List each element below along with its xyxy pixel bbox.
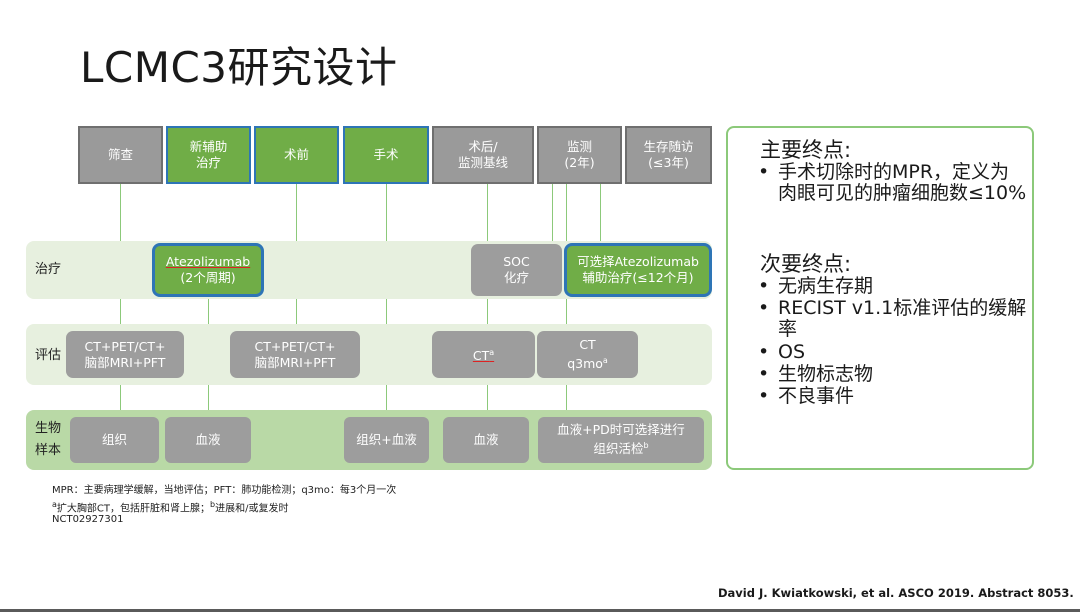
tissue-blood-label: 组织+血液 [356, 432, 417, 447]
phase-survival-label-1: 生存随访 [643, 139, 694, 154]
assessment-row-label: 评估 [35, 348, 62, 363]
citation: David J. Kwiatkowski, et al. ASCO 2019. … [718, 586, 1074, 600]
footnote-sup-a: a [52, 500, 57, 509]
preop-assessment-l2: 脑部MRI+PFT [254, 354, 336, 370]
connector-line [120, 184, 121, 418]
phase-monitoring: 监测(2年) [537, 126, 622, 184]
footnote-a-text: 扩大胸部CT，包括肝脏和肾上腺； [56, 503, 210, 515]
phase-screening-label: 筛查 [107, 147, 133, 162]
optional-atezolizumab-label-2: 辅助治疗(≤12个月) [582, 270, 694, 285]
footnote-b-text: 进展和/或复发时 [215, 503, 289, 515]
connector-line [487, 184, 488, 418]
footnote-abbreviations: MPR：主要病理学缓解，当地评估；PFT：肺功能检测；q3mo：每3个月一次 [52, 485, 397, 496]
pd-biopsy-superscript: b [643, 441, 649, 451]
pd-biopsy-box: 血液+PD时可选择进行组织活检b [538, 417, 704, 463]
footnote-definitions: a扩大胸部CT，包括肝脏和肾上腺；b进展和/或复发时 [52, 498, 288, 516]
ct-q3mo-l1: CT [579, 336, 596, 352]
blood-label-1: 血液 [195, 432, 221, 447]
optional-atezolizumab-text: 可选择Atezolizumab [577, 254, 699, 269]
footnote-sup-b: b [210, 500, 216, 509]
pd-biopsy-text: 组织活检 [593, 441, 644, 457]
phase-postop-label-1: 术后/ [468, 139, 498, 154]
secondary-endpoint-item: • 无病生存期 [758, 276, 1028, 297]
ct-q3mo-l2: q3moa [567, 353, 608, 372]
phase-survival-followup: 生存随访(≤3年) [625, 126, 712, 184]
bullet: • [758, 385, 770, 407]
phase-postop-label-2: 监测基线 [457, 155, 508, 170]
phase-monitoring-label-1: 监测 [566, 139, 592, 154]
ct-superscript: a [489, 347, 495, 357]
atezolizumab-box: Atezolizumab(2个周期) [152, 243, 264, 297]
blood-box-2: 血液 [443, 417, 529, 463]
secondary-endpoint-text: 不良事件 [778, 385, 855, 407]
bullet: • [758, 275, 770, 297]
bullet: • [758, 363, 770, 385]
biosample-row-label: 生物 样本 [35, 418, 61, 462]
phase-neoadjuvant-label-1: 新辅助 [189, 139, 228, 154]
biosample-label-2: 样本 [35, 443, 62, 458]
secondary-endpoint-item: • RECIST v1.1标准评估的缓解率 [758, 298, 1028, 340]
primary-endpoint-item: • 手术切除时的MPR，定义为肉眼可见的肿瘤细胞数≤10% [758, 162, 1028, 204]
primary-endpoint-heading: 主要终点: [760, 138, 852, 162]
pd-biopsy-l2: 组织活检b [557, 438, 685, 457]
secondary-endpoint-text: OS [778, 341, 806, 363]
preop-assessment-l1: CT+PET/CT+ [254, 338, 336, 354]
connector-line [386, 184, 387, 418]
ct-text: CT [472, 348, 490, 364]
secondary-endpoint-text: 生物标志物 [778, 363, 874, 385]
ct-q3mo-text: q3mo [567, 356, 603, 372]
screening-assessment-l1: CT+PET/CT+ [84, 338, 166, 354]
secondary-endpoint-item: • 不良事件 [758, 386, 1028, 407]
secondary-endpoint-text: RECIST v1.1标准评估的缓解率 [778, 297, 1027, 340]
footnote-trial-id: NCT02927301 [52, 514, 124, 525]
screening-assessment-box: CT+PET/CT+脑部MRI+PFT [66, 331, 184, 378]
treatment-row-label: 治疗 [35, 262, 62, 277]
bullet: • [758, 341, 770, 363]
tissue-label: 组织 [101, 432, 127, 447]
primary-endpoint-text: 手术切除时的MPR，定义为肉眼可见的肿瘤细胞数≤10% [778, 161, 1027, 204]
secondary-endpoint-heading: 次要终点: [760, 252, 852, 276]
connector-line [566, 184, 567, 418]
chemo-label: 化疗 [503, 270, 529, 285]
bullet: • [758, 161, 770, 183]
ct-q3mo-superscript: a [602, 355, 608, 365]
bullet: • [758, 297, 770, 319]
optional-atezolizumab-label-1: 可选择Atezolizumab [577, 254, 699, 270]
phase-postop: 术后/监测基线 [432, 126, 534, 184]
tissue-blood-box: 组织+血液 [344, 417, 429, 463]
soc-label: SOC [503, 254, 530, 269]
tissue-box: 组织 [70, 417, 159, 463]
connector-line [552, 184, 553, 244]
atezolizumab-label: Atezolizumab [165, 254, 251, 269]
phase-surgery-label: 手术 [373, 147, 399, 162]
bottom-divider [0, 609, 1080, 612]
phase-surgery: 手术 [343, 126, 429, 184]
phase-monitoring-label-2: (2年) [564, 155, 595, 170]
secondary-endpoint-text: 无病生存期 [778, 275, 874, 297]
preop-assessment-box: CT+PET/CT+脑部MRI+PFT [230, 331, 360, 378]
phase-neoadjuvant: 新辅助治疗 [166, 126, 251, 184]
atezolizumab-cycles: (2个周期) [180, 270, 236, 285]
biosample-label-1: 生物 [35, 421, 62, 436]
pd-biopsy-l1: 血液+PD时可选择进行 [557, 422, 685, 438]
phase-screening: 筛查 [78, 126, 163, 184]
blood-label-2: 血液 [473, 432, 499, 447]
screening-assessment-l2: 脑部MRI+PFT [84, 354, 166, 370]
page-title: LCMC3研究设计 [80, 43, 398, 92]
phase-preop: 术前 [254, 126, 339, 184]
connector-line [600, 184, 601, 244]
ct-label: CTa [473, 345, 494, 364]
phase-preop-label: 术前 [283, 147, 309, 162]
endpoints-panel: 主要终点: • 手术切除时的MPR，定义为肉眼可见的肿瘤细胞数≤10% 次要终点… [726, 126, 1034, 470]
secondary-endpoint-item: • 生物标志物 [758, 364, 1028, 385]
blood-box-1: 血液 [165, 417, 251, 463]
secondary-endpoint-item: • OS [758, 342, 1028, 363]
phase-neoadjuvant-label-2: 治疗 [195, 155, 221, 170]
phase-survival-label-2: (≤3年) [648, 155, 689, 170]
ct-assessment-box: CTa [432, 331, 535, 378]
